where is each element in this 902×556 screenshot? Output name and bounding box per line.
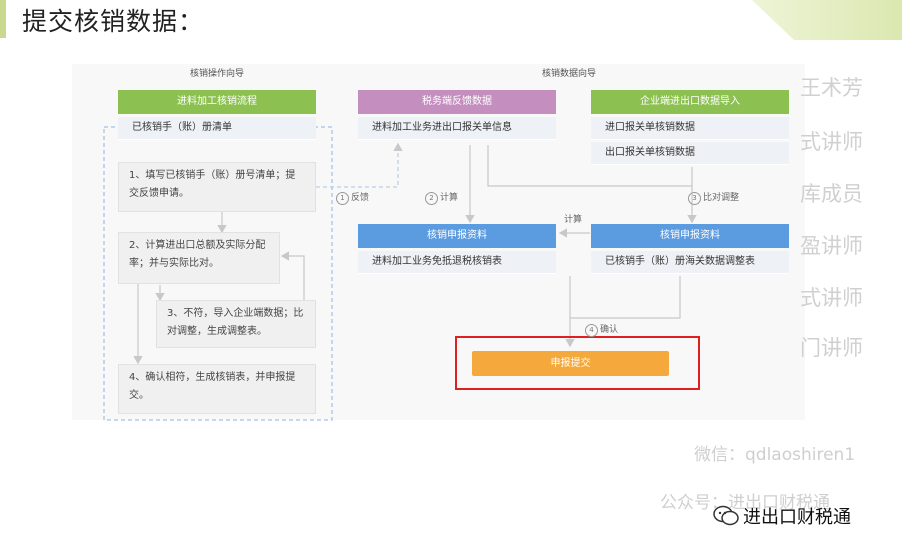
section-title-left: 核销操作向导 — [190, 69, 245, 79]
slide-title: 提交核销数据： — [22, 7, 205, 36]
account-watermark: 公众号：进出口财税通 — [660, 493, 830, 513]
edge-text-confirm: 确认 — [600, 325, 619, 335]
step-1: 1、填写已核销手（账）册号清单；提交反馈申请。 — [118, 162, 316, 212]
apply-right-row: 已核销手（账）册海关数据调整表 — [591, 251, 789, 274]
step-2: 2、计算进出口总额及实际分配率；并与实际比对。 — [118, 232, 280, 284]
brand-badge: 进出口财税通 — [713, 503, 851, 529]
submit-button[interactable]: 申报提交 — [472, 351, 669, 376]
left-flow-row: 已核销手（账）册清单 — [118, 117, 316, 140]
apply-right-header: 核销申报资料 — [591, 224, 789, 248]
section-title-right: 核销数据向导 — [542, 69, 597, 79]
edge-num-compare: 3 — [688, 192, 701, 205]
enterprise-box-row-2: 出口报关单核销数据 — [591, 142, 789, 165]
submit-highlight-frame — [455, 336, 700, 390]
edge-num-confirm: 4 — [585, 324, 598, 337]
side-ghost-column: 王术芳 式讲师 库成员 盈讲师 式讲师 门讲师 — [800, 72, 902, 372]
enterprise-box-row-1: 进口报关单核销数据 — [591, 117, 789, 140]
apply-left-header: 核销申报资料 — [358, 224, 556, 248]
edge-text-compare: 比对调整 — [703, 193, 740, 203]
ghost-text-3: 库成员 — [800, 182, 863, 206]
ghost-text-5: 式讲师 — [800, 286, 863, 310]
edge-label-calc2: 计算 — [564, 215, 583, 225]
tax-box-header: 税务端反馈数据 — [358, 90, 556, 114]
ghost-text-2: 式讲师 — [800, 130, 863, 154]
edge-num-calc: 2 — [425, 192, 438, 205]
step-3: 3、不符，导入企业端数据；比对调整，生成调整表。 — [156, 300, 316, 348]
enterprise-box-header: 企业端进出口数据导入 — [591, 90, 789, 114]
apply-left-row: 进料加工业务免抵退税核销表 — [358, 251, 556, 274]
wechat-watermark: 微信：qdlaoshiren1 — [694, 445, 856, 465]
brand-text: 进出口财税通 — [743, 507, 851, 528]
left-flow-header: 进料加工核销流程 — [118, 90, 316, 114]
ghost-text-4: 盈讲师 — [800, 234, 863, 258]
step-4: 4、确认相符，生成核销表，并申报提交。 — [118, 364, 316, 414]
wechat-icon — [713, 505, 739, 526]
tax-box-row: 进料加工业务进出口报关单信息 — [358, 117, 556, 140]
edge-text-feedback: 反馈 — [351, 193, 370, 203]
ghost-text-1: 王术芳 — [800, 76, 863, 100]
title-accent-bar — [0, 0, 6, 38]
ghost-text-6: 门讲师 — [800, 336, 863, 360]
edge-num-feedback: 1 — [336, 192, 349, 205]
edge-text-calc: 计算 — [440, 193, 459, 203]
